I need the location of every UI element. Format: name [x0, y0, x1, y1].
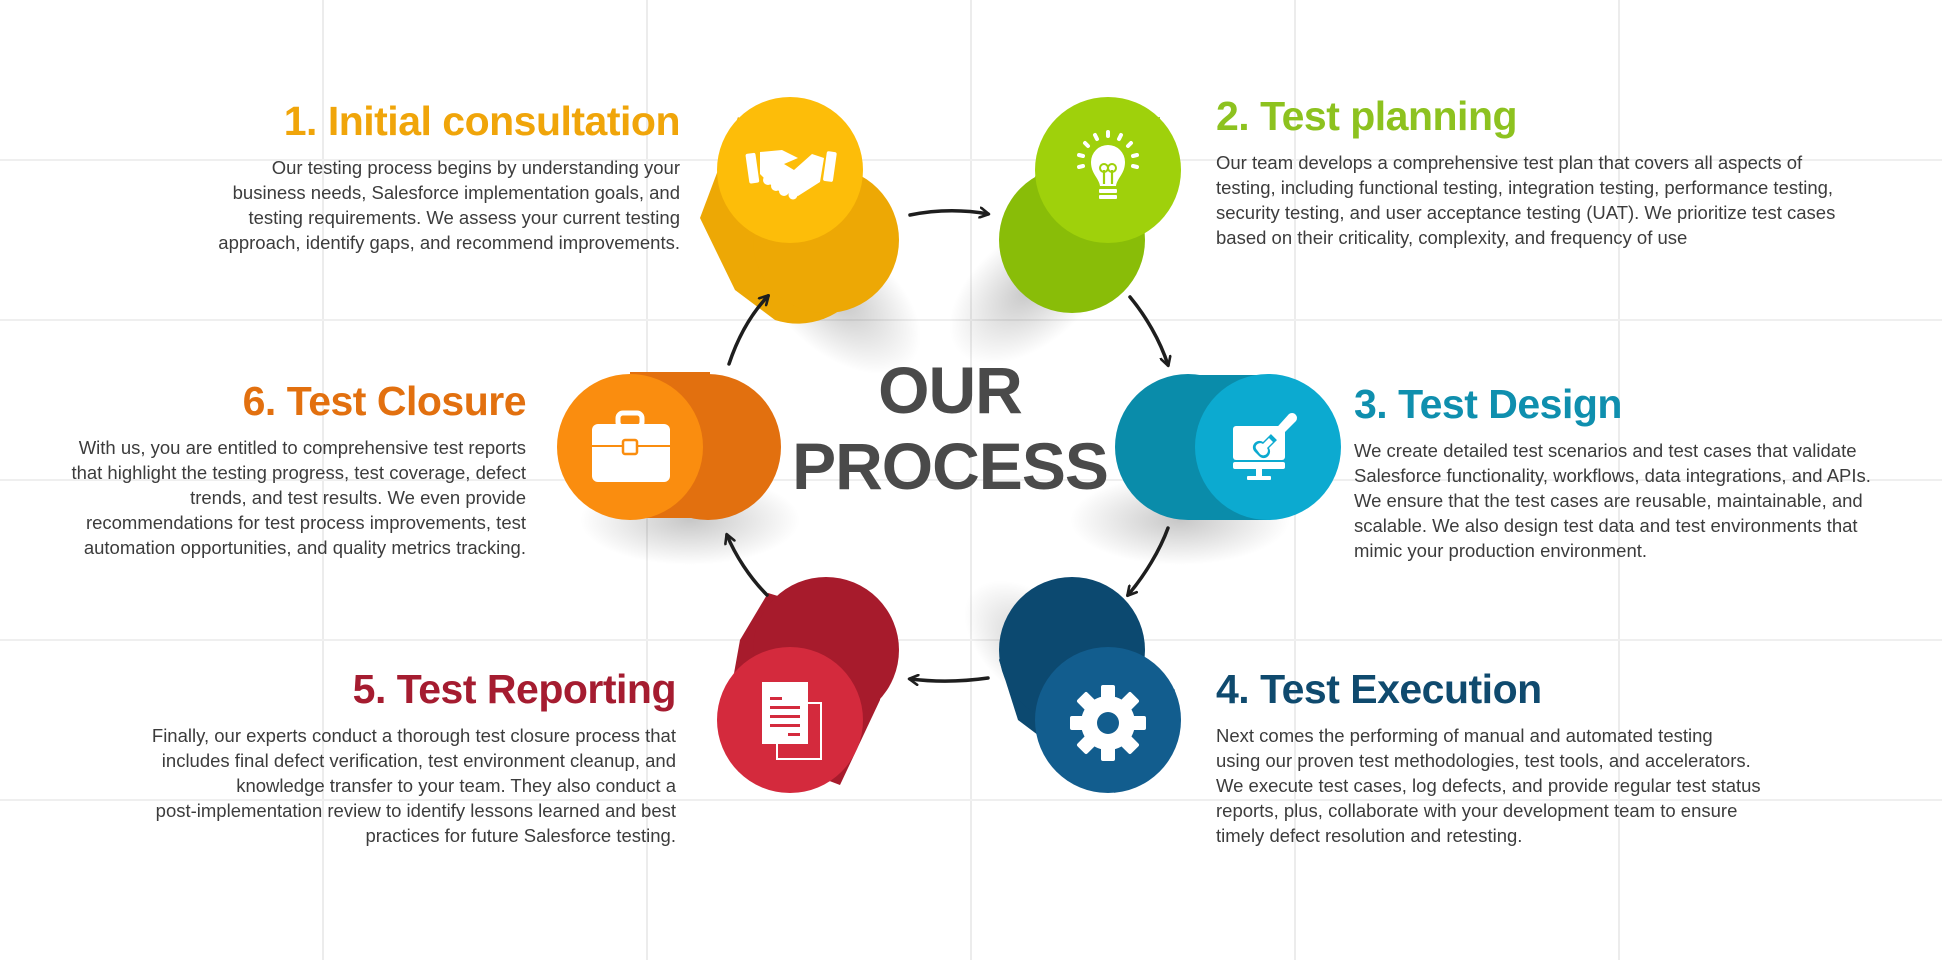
desc-line: reports, plus, collaborate with your dev… [1216, 800, 1738, 821]
step-3-description: We create detailed test scenarios and te… [1354, 438, 1942, 563]
step-3-block: 3. Test Design We create detailed test s… [1354, 380, 1942, 563]
desc-line: We ensure that the test cases are reusab… [1354, 490, 1863, 511]
step-6-description: With us, you are entitled to comprehensi… [0, 435, 526, 560]
desc-line: scalable. We also design test data and t… [1354, 515, 1858, 536]
step-6-heading: 6. Test Closure [242, 378, 527, 424]
desc-line: Finally, our experts conduct a thorough … [151, 725, 676, 746]
desc-line: We create detailed test scenarios and te… [1354, 440, 1857, 461]
step-2-cylinder [999, 97, 1181, 313]
desc-line: includes final defect verification, test… [161, 750, 676, 771]
desc-line: We execute test cases, log defects, and … [1216, 775, 1761, 796]
step-5-description: Finally, our experts conduct a thorough … [40, 723, 676, 848]
title-line-1: OUR [878, 353, 1023, 427]
step-3-cylinder [1115, 374, 1341, 520]
step-1-cylinder [700, 97, 899, 324]
desc-line: testing requirements. We assess your cur… [248, 207, 680, 228]
step-2-heading: 2. Test planning [1216, 93, 1518, 139]
arrow-1-to-2 [908, 211, 988, 215]
desc-line: automation opportunities, and quality me… [83, 537, 526, 558]
desc-line: practices for future Salesforce testing. [365, 825, 676, 846]
arrow-3-to-4 [1128, 526, 1170, 595]
arrow-6-to-1 [727, 296, 768, 366]
desc-line: Our team develops a comprehensive test p… [1216, 152, 1803, 173]
desc-line: testing, including functional testing, i… [1216, 177, 1834, 198]
gear-icon [1070, 685, 1146, 761]
desc-line: based on their criticality, complexity, … [1216, 227, 1688, 248]
step-5-block: 5. Test Reporting Finally, our experts c… [40, 665, 677, 848]
cycle-arrows [727, 211, 1168, 681]
documents-icon [762, 682, 822, 760]
lightbulb-icon [1077, 130, 1139, 199]
desc-line: recommendations for test process improve… [85, 512, 526, 533]
desc-line: trends, and test results. We even provid… [190, 487, 526, 508]
desc-line: security testing, and user acceptance te… [1216, 202, 1836, 223]
step-1-heading: 1. Initial consultation [283, 98, 681, 144]
step-2-description: Our team develops a comprehensive test p… [1216, 150, 1936, 250]
arrow-5-to-6 [727, 535, 769, 597]
desc-line: Next comes the performing of manual and … [1216, 725, 1713, 746]
step-4-block: 4. Test Execution Next comes the perform… [1216, 665, 1896, 848]
step-1-description: Our testing process begins by understand… [120, 155, 680, 255]
arrow-4-to-5 [910, 678, 990, 681]
desc-line: mimic your production environment. [1354, 540, 1648, 561]
desc-line: that highlight the testing progress, tes… [71, 462, 526, 483]
step-6-block: 6. Test Closure With us, you are entitle… [0, 377, 526, 560]
desc-line: timely defect resolution and retesting. [1216, 825, 1523, 846]
monitor-paintbrush-icon [1233, 413, 1297, 480]
step-4-description: Next comes the performing of manual and … [1216, 723, 1896, 848]
desc-line: post-implementation review to identify l… [155, 800, 676, 821]
page-title: OUR PROCESS [790, 352, 1110, 504]
title-line-2: PROCESS [792, 429, 1109, 503]
desc-line: using our proven test methodologies, tes… [1216, 750, 1751, 771]
step-2-block: 2. Test planning Our team develops a com… [1216, 92, 1936, 250]
desc-line: Salesforce functionality, workflows, dat… [1354, 465, 1871, 486]
step-5-heading: 5. Test Reporting [352, 666, 677, 712]
step-1-block: 1. Initial consultation Our testing proc… [120, 97, 680, 255]
desc-line: approach, identify gaps, and recommend i… [218, 232, 680, 253]
desc-line: Our testing process begins by understand… [271, 157, 680, 178]
handshake-icon [745, 150, 837, 200]
desc-line: business needs, Salesforce implementatio… [232, 182, 680, 203]
step-3-heading: 3. Test Design [1354, 381, 1622, 427]
desc-line: With us, you are entitled to comprehensi… [78, 437, 526, 458]
desc-line: knowledge transfer to your team. They al… [236, 775, 676, 796]
step-4-heading: 4. Test Execution [1216, 666, 1542, 712]
briefcase-icon [592, 410, 670, 482]
step-4-cylinder [999, 577, 1181, 793]
arrow-2-to-3 [1128, 295, 1168, 365]
